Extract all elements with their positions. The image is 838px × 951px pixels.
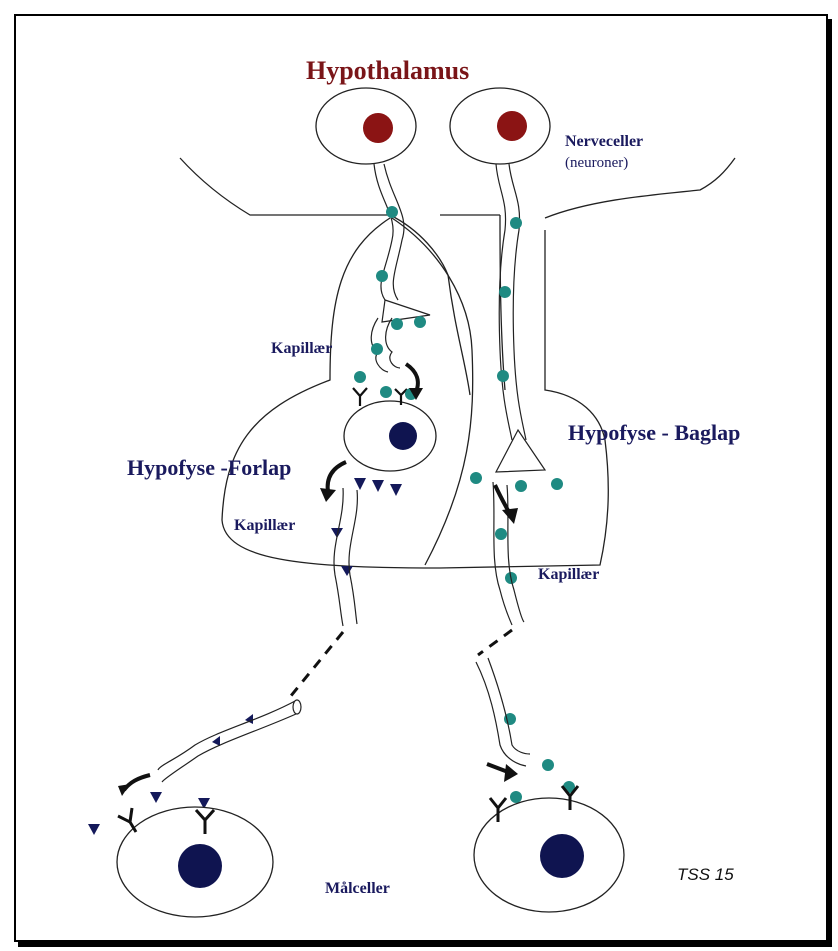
label-neurons-sub: (neuroner)	[565, 155, 628, 172]
pituitary-outline	[390, 215, 505, 395]
capillary-right-lower	[476, 658, 530, 766]
receptor-anterior-1	[353, 388, 367, 406]
label-nerve-cells: Nerveceller	[565, 133, 643, 151]
label-anterior-lobe: Hypofyse -Forlap	[127, 455, 291, 481]
neuron-right-nucleus	[497, 111, 527, 141]
dashed-link-right	[478, 630, 512, 655]
capillary-left-down	[334, 488, 357, 626]
brain-outline	[180, 158, 735, 218]
label-target-cells: Målceller	[325, 880, 390, 898]
target-cell-left-nucleus	[178, 844, 222, 888]
capillary-right-down	[493, 482, 524, 625]
arrow-heads	[118, 388, 518, 796]
neuron-left-nucleus	[363, 113, 393, 143]
capillary-left-lower	[158, 700, 297, 782]
page-title: Hypothalamus	[306, 56, 469, 86]
label-capillary-1: Kapillær	[271, 340, 332, 358]
hormone-dots	[354, 206, 575, 803]
dashed-link-left	[290, 632, 343, 697]
label-capillary-2: Kapillær	[234, 517, 295, 535]
target-cell-right-nucleus	[540, 834, 584, 878]
signature: TSS 15	[677, 865, 734, 885]
axon-right-terminal	[496, 430, 545, 472]
anterior-cell-nucleus	[389, 422, 417, 450]
label-posterior-lobe: Hypofyse - Baglap	[568, 420, 740, 446]
flow-arrows	[124, 364, 510, 790]
label-capillary-3: Kapillær	[538, 566, 599, 584]
